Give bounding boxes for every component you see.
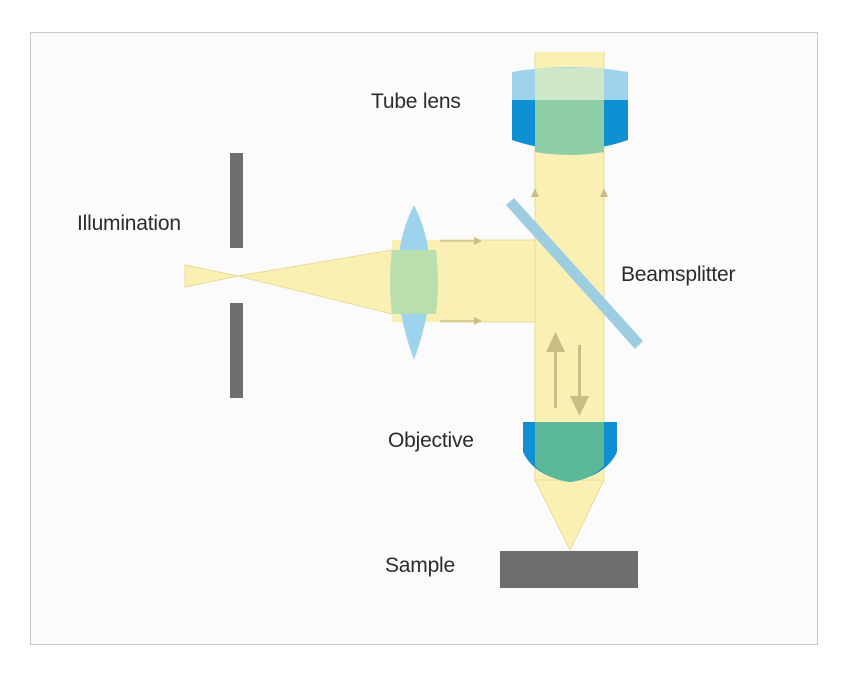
tube-lens-overlap-top bbox=[535, 68, 604, 100]
diagram-frame bbox=[30, 32, 818, 645]
beam-arrows-horizontal bbox=[440, 237, 482, 325]
objective-lens-overlap bbox=[535, 422, 604, 482]
beamsplitter-plate bbox=[506, 198, 643, 349]
collector-lens-overlap bbox=[390, 250, 438, 314]
sample-slide bbox=[500, 551, 638, 588]
sample-label: Sample bbox=[385, 554, 456, 577]
aperture-top-plate bbox=[230, 153, 243, 248]
beamsplitter-label: Beamsplitter bbox=[621, 263, 736, 286]
illumination-beam-cone-left bbox=[184, 264, 239, 288]
beam-arrows-vertical-up bbox=[531, 188, 608, 197]
aperture-bottom-plate bbox=[230, 303, 243, 398]
tube-lens-label: Tube lens bbox=[371, 90, 461, 113]
focus-beam-cone bbox=[534, 479, 605, 552]
tube-lens-overlap-bottom bbox=[535, 100, 604, 155]
objective-label: Objective bbox=[388, 429, 474, 452]
up-down-arrows bbox=[546, 332, 589, 416]
illumination-label: Illumination bbox=[77, 212, 181, 235]
illumination-beam-cone-right bbox=[237, 249, 393, 315]
